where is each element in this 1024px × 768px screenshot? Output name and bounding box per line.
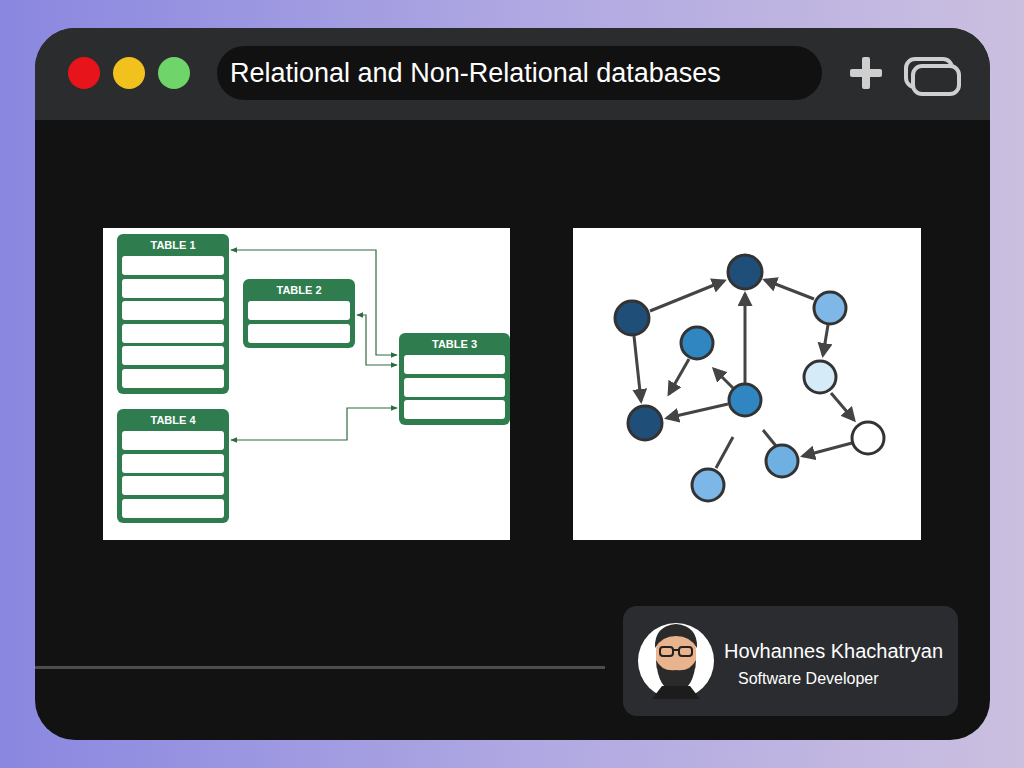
relation-arrow — [357, 315, 397, 365]
graph-node — [728, 255, 762, 289]
avatar — [638, 623, 714, 699]
graph-node — [692, 469, 724, 501]
graph-panel — [573, 228, 921, 540]
avatar-glasses — [673, 649, 679, 651]
address-pill — [217, 46, 822, 100]
maximize-dot — [158, 57, 190, 89]
table-box: TABLE 2 — [243, 279, 355, 348]
avatar-glasses — [660, 647, 673, 656]
author-role: Software Developer — [738, 669, 958, 689]
graph-node — [804, 361, 836, 393]
graph-arrow — [823, 325, 828, 355]
graph-arrow — [765, 280, 814, 299]
tabs-icon — [913, 66, 959, 94]
graph-arrow — [803, 443, 852, 456]
table-row — [122, 499, 224, 518]
table-row — [404, 355, 505, 374]
window-title: Relational and Non-Relational databases — [230, 46, 810, 100]
table-row — [122, 324, 224, 343]
table-row — [122, 346, 224, 365]
graph-arrow — [669, 359, 689, 394]
author-name: Hovhannes Khachatryan — [724, 639, 958, 663]
table-row — [248, 301, 350, 320]
relation-arrow — [231, 250, 397, 355]
table-box: TABLE 1 — [117, 234, 229, 394]
relation-arrow — [231, 408, 397, 440]
table-row — [404, 400, 505, 419]
table-row — [404, 378, 505, 397]
table-row — [122, 279, 224, 298]
table-name: TABLE 1 — [117, 234, 229, 256]
table-row — [122, 431, 224, 450]
table-name: TABLE 2 — [243, 279, 355, 301]
address-field: Relational and Non-Relational databases — [230, 46, 810, 100]
graph-arrow — [650, 281, 724, 311]
graph-node — [852, 422, 884, 454]
window-body — [35, 28, 990, 740]
graph-arrow — [667, 404, 728, 418]
avatar-hair — [655, 624, 697, 648]
title-bar — [35, 28, 990, 120]
app-window — [35, 28, 990, 740]
profile-card — [623, 606, 958, 716]
table-box: TABLE 4 — [117, 409, 229, 523]
table-row — [122, 454, 224, 473]
graph-line — [716, 437, 733, 468]
table-row — [122, 369, 224, 388]
table-row — [122, 256, 224, 275]
avatar-shirt — [652, 686, 700, 699]
plus-icon — [862, 57, 870, 89]
graph-node — [729, 384, 761, 416]
graph-line — [763, 430, 776, 446]
graph-arrow — [831, 393, 854, 420]
graph-node — [814, 292, 846, 324]
graph-node — [615, 301, 649, 335]
table-box: TABLE 3 — [399, 333, 510, 425]
profile-card-text: Hovhannes KhachatryanSoftware Developer — [623, 606, 958, 716]
table-row — [122, 301, 224, 320]
table-name: TABLE 4 — [117, 409, 229, 431]
graph-arrow — [634, 336, 641, 401]
progress-line — [35, 666, 605, 669]
graph-node — [681, 327, 713, 359]
graph-node — [766, 445, 798, 477]
minimize-dot — [113, 57, 145, 89]
graph-arrow — [744, 294, 747, 383]
graph-arrow — [714, 369, 733, 388]
table-row — [122, 476, 224, 495]
avatar-ground — [638, 623, 714, 699]
avatar-glasses — [679, 647, 692, 656]
graph-node — [628, 406, 662, 440]
relational-panel — [103, 228, 510, 540]
close-dot — [68, 57, 100, 89]
table-row — [248, 324, 350, 343]
graph-illustration — [615, 255, 884, 501]
table-name: TABLE 3 — [399, 333, 510, 355]
